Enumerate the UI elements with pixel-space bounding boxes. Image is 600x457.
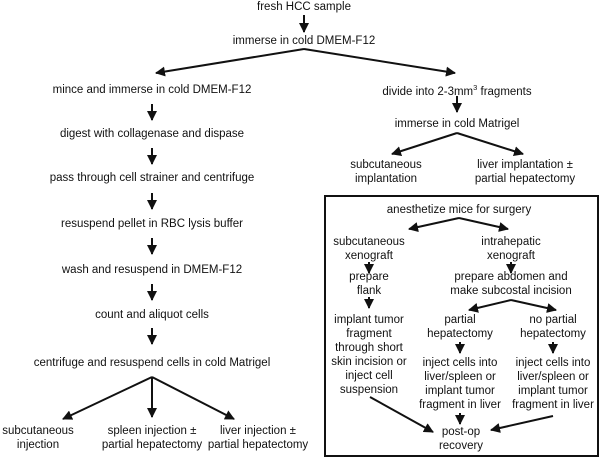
arrow-split-left	[155, 48, 305, 77]
arrow-box-left	[408, 217, 460, 232]
outcome-line: partial hepatectomy	[101, 439, 203, 451]
surgery-procedure-box	[324, 195, 599, 457]
arrow-nopartial-to-recovery	[490, 415, 554, 433]
arrow-sc-to-recovery	[369, 396, 434, 433]
node-cell-step: digest with collagenase and dispase	[59, 128, 245, 140]
node-cell-step: wash and resuspend in DMEM-F12	[61, 264, 243, 276]
arrow-ih-split-left	[468, 299, 512, 313]
text-line: fragment in liver	[512, 399, 594, 411]
text-line: through short	[335, 342, 403, 354]
node-no-partial-hepatectomy: no partial hepatectomy	[520, 313, 586, 341]
outcome-line: liver implantation ±	[477, 159, 573, 171]
text-line: prepare abdomen and	[454, 271, 568, 283]
node-cell-outcome-subcutaneous: subcutaneous injection	[2, 424, 74, 452]
node-divide-fragments: divide into 2-3mm3 fragments	[382, 81, 531, 99]
text-line: recovery	[438, 440, 484, 452]
node-cell-step: count and aliquot cells	[95, 309, 209, 321]
node-no-partial-inject: inject cells into liver/spleen or implan…	[512, 356, 594, 412]
node-fragment-outcome-liver: liver implantation ± partial hepatectomy	[475, 158, 575, 186]
text-line: hepatectomy	[520, 328, 586, 340]
text-line: xenograft	[487, 250, 535, 262]
node-anesthetize: anesthetize mice for surgery	[386, 204, 532, 216]
node-cell-step: pass through cell strainer and centrifug…	[49, 172, 255, 184]
text-line: fragment	[346, 328, 392, 340]
arrow-fragment-out-right	[456, 132, 524, 157]
text-line: fragment in liver	[419, 399, 501, 411]
outcome-line: subcutaneous	[350, 159, 422, 171]
outcome-line: liver injection ±	[220, 425, 296, 437]
text: fragments	[477, 85, 532, 98]
superscript: 3	[473, 83, 478, 92]
text-line: flank	[356, 285, 382, 297]
text-line: liver/spleen or	[517, 371, 589, 383]
text-line: no partial	[529, 314, 577, 326]
arrow-cell-out-left	[62, 376, 153, 420]
node-fragment-outcome-subcutaneous: subcutaneous implantation	[350, 158, 422, 186]
arrow-ih-split-right	[510, 299, 557, 313]
outcome-line: partial hepatectomy	[474, 173, 576, 185]
text-line: post-op	[441, 426, 481, 438]
text-line: skin incision or	[331, 356, 407, 368]
text-line: make subcostal incision	[450, 285, 572, 297]
node-cell-step: mince and immerse in cold DMEM-F12	[52, 84, 252, 96]
outcome-line: partial hepatectomy	[207, 439, 309, 451]
text-line: hepatectomy	[427, 328, 493, 340]
node-partial-hepatectomy: partial hepatectomy	[427, 313, 493, 341]
node-fresh-hcc-sample: fresh HCC sample	[257, 1, 351, 13]
node-prepare-flank: prepare flank	[349, 270, 389, 298]
node-intrahepatic-xenograft: intrahepatic xenograft	[481, 235, 540, 263]
text-line: implant tumor	[425, 385, 495, 397]
text-line: partial	[444, 314, 476, 326]
node-immerse-dmem: immerse in cold DMEM-F12	[232, 35, 376, 47]
text-line: xenograft	[345, 250, 393, 262]
text-line: inject cell	[345, 370, 393, 382]
text-line: inject cells into	[422, 357, 498, 369]
node-partial-inject: inject cells into liver/spleen or implan…	[419, 356, 501, 412]
arrow-fragment-out-left	[391, 132, 458, 156]
text-line: suspension	[339, 384, 399, 396]
node-subcutaneous-xenograft: subcutaneous xenograft	[333, 235, 405, 263]
node-implant-tumor: implant tumor fragment through short ski…	[331, 313, 406, 397]
text-line: liver/spleen or	[424, 371, 496, 383]
outcome-line: spleen injection ±	[107, 425, 197, 437]
text-line: intrahepatic	[481, 236, 541, 248]
text: divide into 2-3mm	[382, 85, 474, 98]
text-line: subcutaneous	[333, 236, 405, 248]
outcome-line: subcutaneous	[2, 425, 74, 437]
text-line: prepare	[349, 271, 389, 283]
text-line: implant tumor	[334, 314, 404, 326]
node-cell-outcome-spleen: spleen injection ± partial hepatectomy	[102, 424, 202, 452]
arrow-split-right	[303, 48, 456, 77]
node-cell-step: centrifuge and resuspend cells in cold M…	[33, 357, 271, 369]
arrow-cell-out-right	[151, 376, 235, 420]
node-post-op-recovery: post-op recovery	[439, 425, 483, 453]
outcome-line: implantation	[354, 173, 417, 185]
node-cell-outcome-liver: liver injection ± partial hepatectomy	[208, 424, 308, 452]
text-line: inject cells into	[515, 357, 591, 369]
node-cell-step: resuspend pellet in RBC lysis buffer	[61, 218, 243, 230]
text-line: implant tumor	[518, 385, 588, 397]
node-immerse-matrigel: immerse in cold Matrigel	[394, 118, 520, 130]
node-prepare-abdomen: prepare abdomen and make subcostal incis…	[450, 270, 571, 298]
arrow-box-right	[458, 217, 509, 232]
outcome-line: injection	[16, 439, 60, 451]
